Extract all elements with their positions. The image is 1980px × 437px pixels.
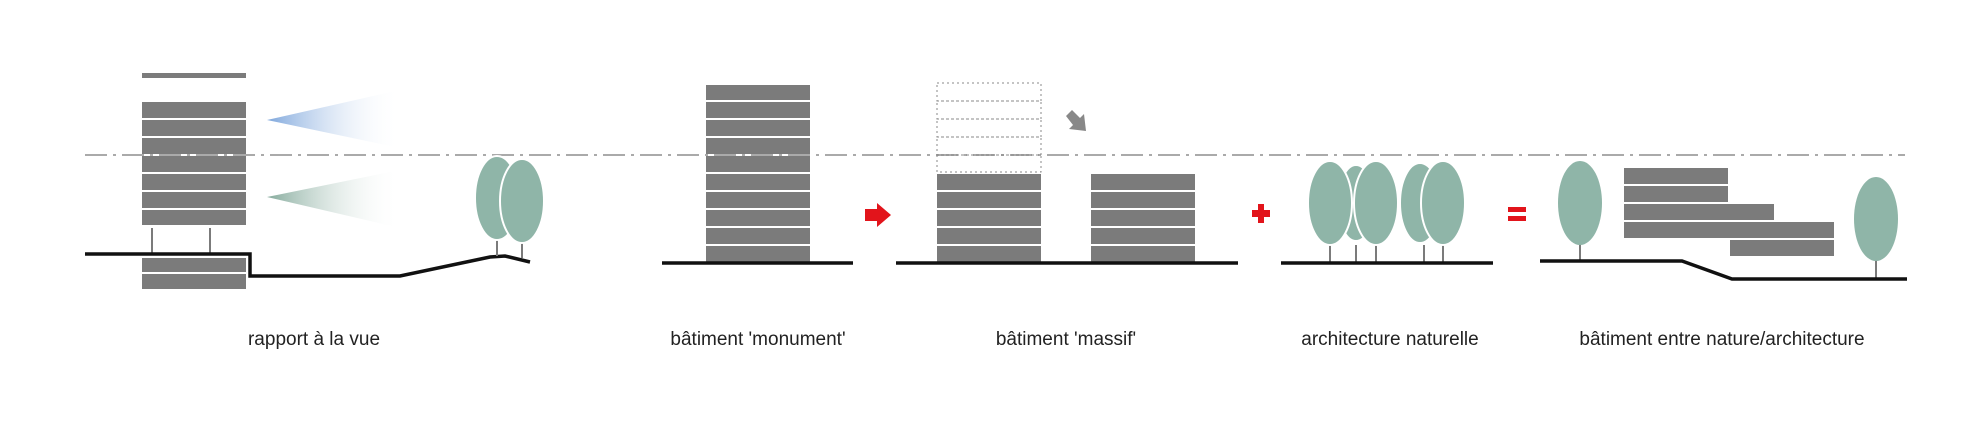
tower-building bbox=[142, 102, 246, 225]
move-arrow-icon bbox=[1066, 110, 1086, 131]
removed-floors-outline bbox=[936, 82, 1042, 173]
roof-slab bbox=[142, 73, 246, 78]
label-monument: bâtiment 'monument' bbox=[670, 329, 845, 350]
terraced-building bbox=[1624, 168, 1834, 256]
ground-line bbox=[85, 252, 531, 278]
massive-building-left bbox=[937, 174, 1041, 262]
tree-pair bbox=[474, 155, 545, 258]
label-massive: bâtiment 'massif' bbox=[996, 329, 1136, 350]
tree-right bbox=[1854, 177, 1898, 278]
equals-icon bbox=[1508, 207, 1526, 221]
ground-line bbox=[1540, 259, 1907, 281]
plus-icon bbox=[1252, 204, 1270, 223]
tree-left bbox=[1558, 161, 1602, 260]
label-view: rapport à la vue bbox=[248, 329, 380, 350]
label-natural-architecture: architecture naturelle bbox=[1301, 329, 1478, 350]
view-cone-upper bbox=[267, 90, 400, 148]
panel-natural-architecture: architecture naturelle bbox=[1281, 160, 1493, 350]
panel-monument: bâtiment 'monument' bbox=[662, 85, 853, 350]
panel-between-nature-architecture: bâtiment entre nature/architecture bbox=[1540, 161, 1907, 350]
panel-massive: bâtiment 'massif' bbox=[896, 82, 1238, 350]
monument-building bbox=[706, 85, 810, 262]
panel-view-relation: rapport à la vue bbox=[85, 73, 545, 350]
label-between: bâtiment entre nature/architecture bbox=[1579, 329, 1864, 350]
massive-building-right bbox=[1091, 174, 1195, 262]
podium-building bbox=[142, 258, 246, 289]
tree-group bbox=[1329, 245, 1444, 262]
view-cone-lower bbox=[267, 170, 400, 228]
tree-canopies bbox=[1307, 160, 1466, 246]
red-arrow-icon bbox=[865, 203, 891, 227]
